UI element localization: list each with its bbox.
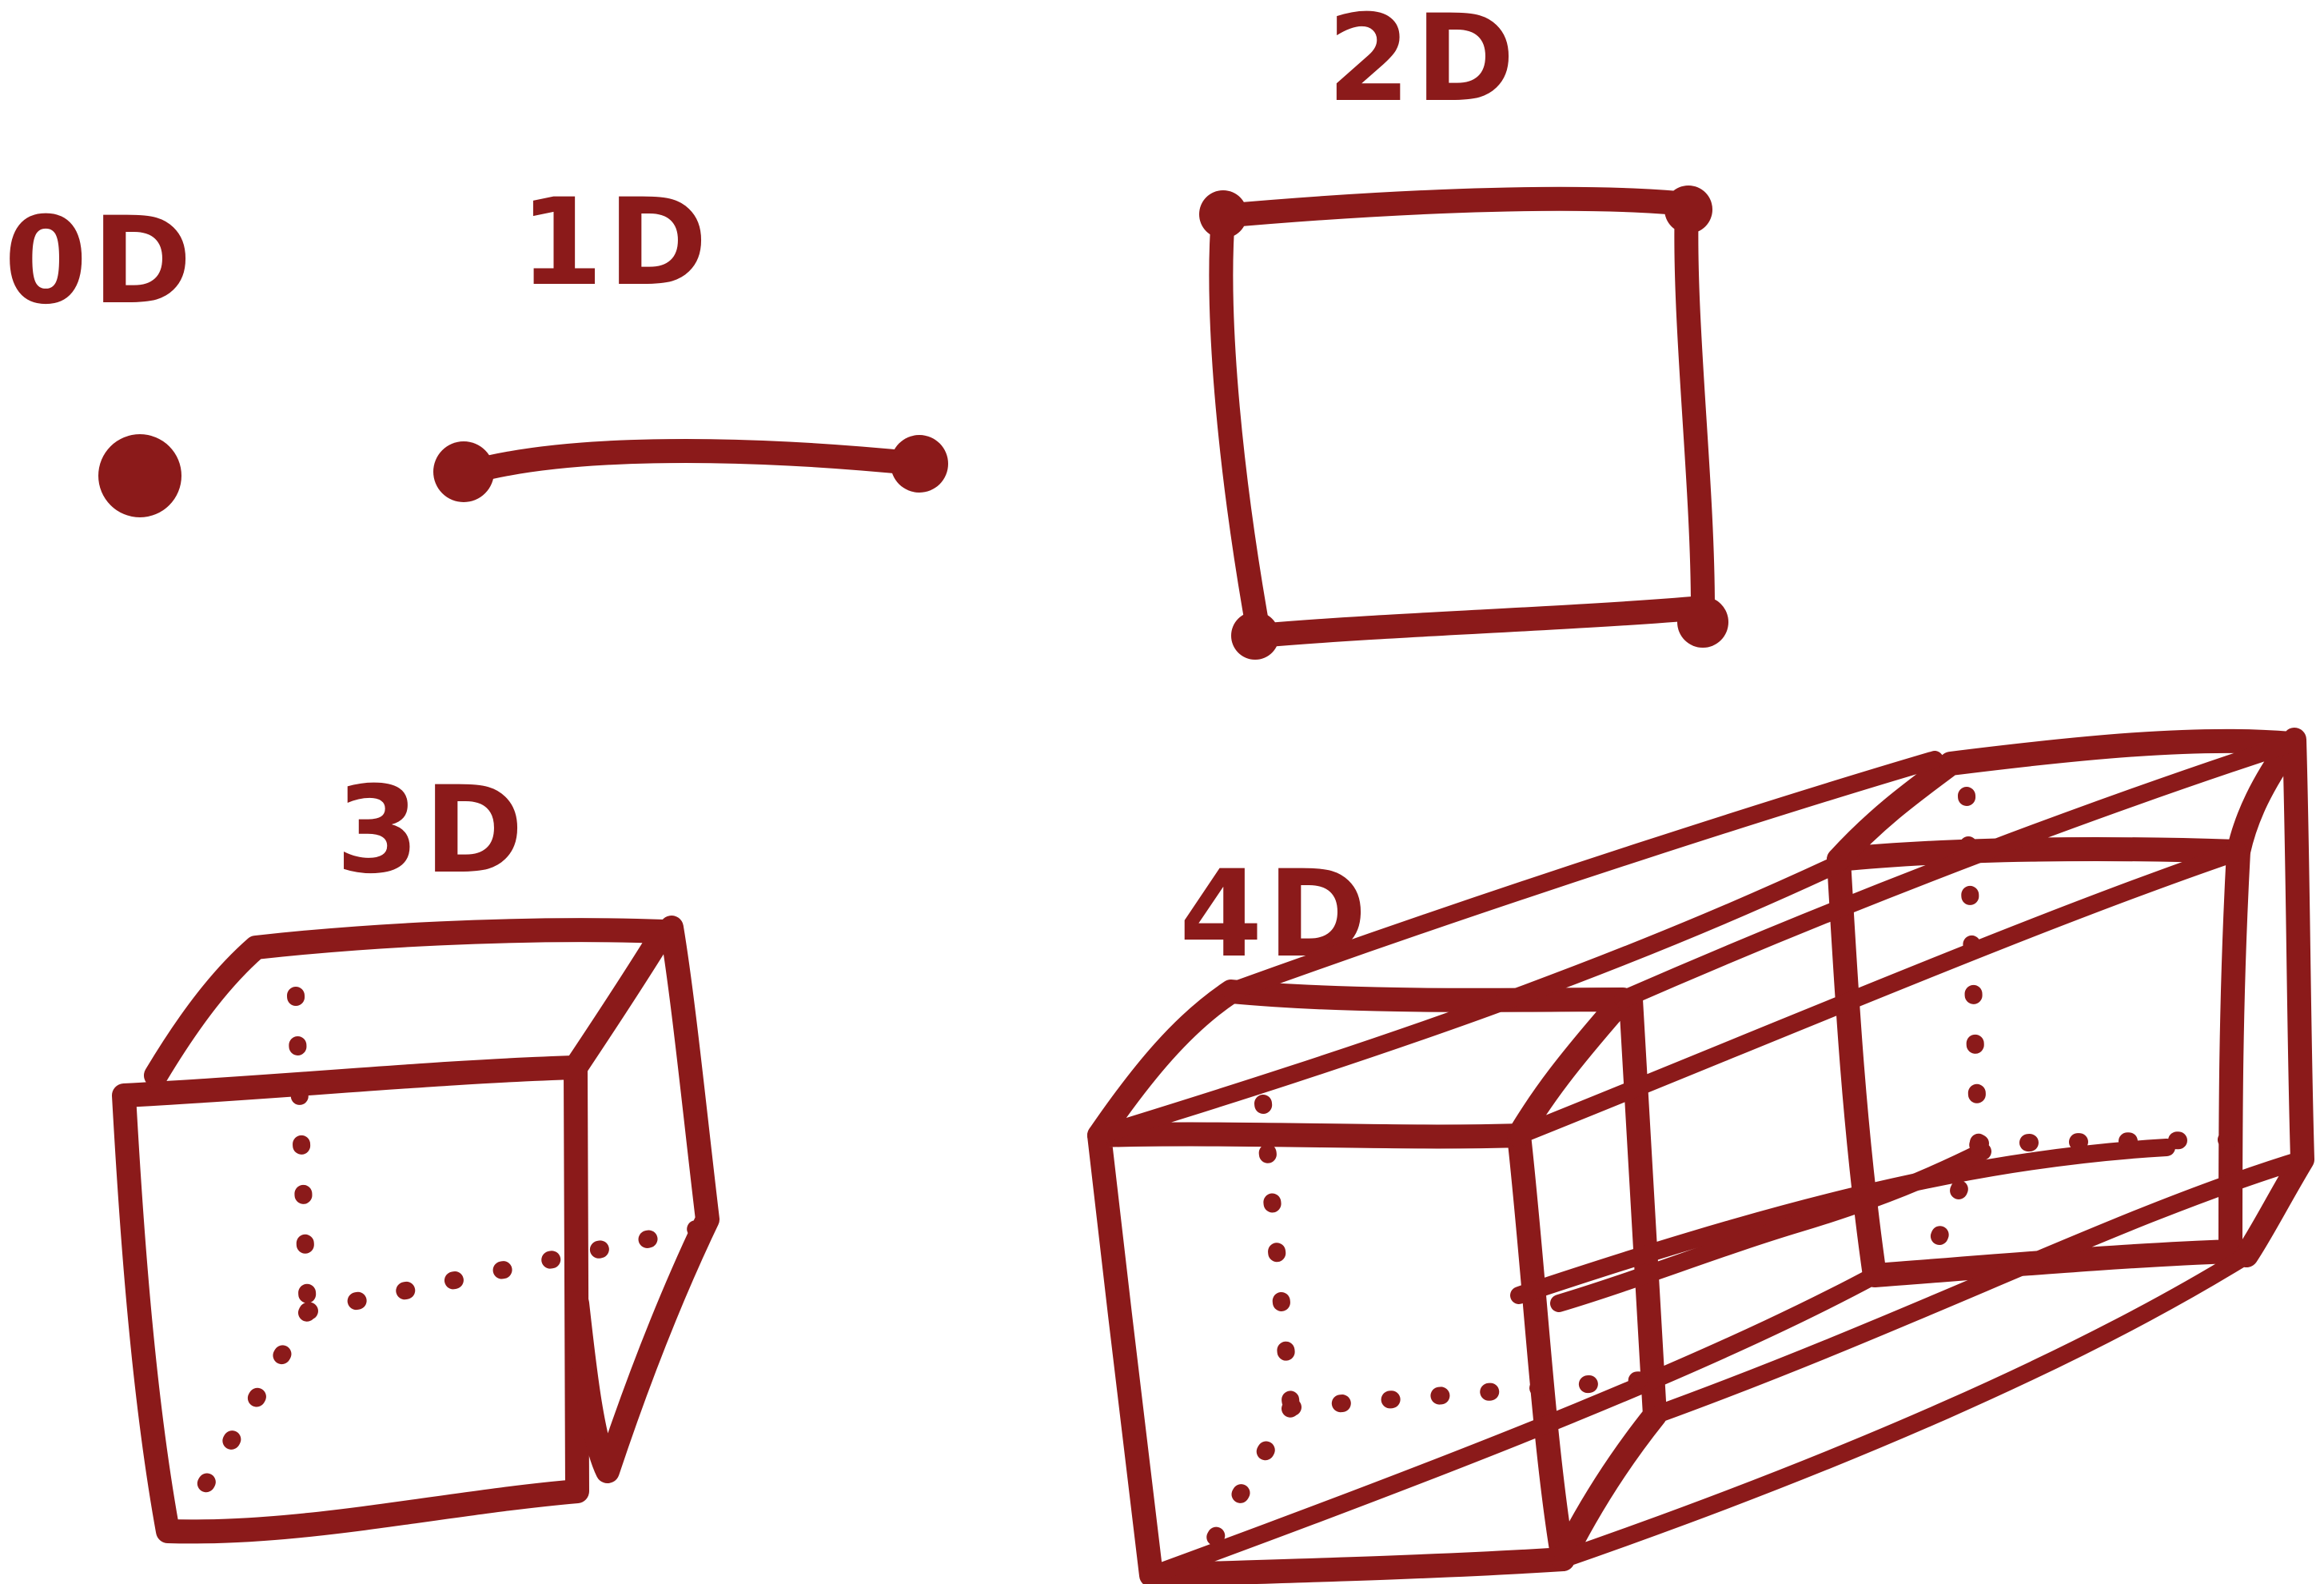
- tesseract-connector-wavy-4d: [1550, 1143, 1991, 1312]
- label-4d: 4D: [1179, 845, 1372, 984]
- tesseract-connector-mid-4d: [1510, 843, 2247, 1144]
- tesseract-connector-bottom-front-4d: [1142, 1267, 1884, 1584]
- vertex-bottom-right-2d: [1677, 596, 1728, 648]
- one-d-group: 1D: [433, 174, 948, 502]
- tesseract-connector-top-left-4d: [1222, 751, 1943, 1000]
- tesseract-connector-bottom-mid-4d: [1554, 1247, 2255, 1568]
- tesseract-connector-inner-4d: [1510, 1139, 2175, 1304]
- cube-hidden-vertical-3d: [287, 987, 317, 1320]
- tesseract-hidden-horizontal-right-4d: [1970, 1131, 2255, 1152]
- tesseract-back-cube-top-face-4d: [1827, 728, 2302, 872]
- label-2d: 2D: [1327, 0, 1520, 129]
- endpoint-left-1d: [433, 441, 494, 502]
- three-d-group: 3D: [112, 761, 720, 1544]
- cube-hidden-horizontal-3d: [299, 1219, 712, 1320]
- tesseract-back-cube-right-face-4d: [2234, 728, 2314, 1267]
- vertex-top-right-2d: [1664, 186, 1712, 233]
- tesseract-connector-top-front-4d: [1090, 855, 1848, 1144]
- vertex-top-left-2d: [1199, 190, 1247, 238]
- two-d-group: 2D: [1199, 0, 1728, 660]
- tesseract-front-cube-right-face-4d: [1551, 988, 1667, 1571]
- cube-hidden-diagonal-3d: [195, 1303, 317, 1496]
- point-0d: [98, 434, 181, 517]
- cube-top-face-3d: [144, 918, 676, 1087]
- tesseract-hidden-horizontal-left-4d: [1282, 1371, 1660, 1416]
- label-1d: 1D: [520, 174, 712, 313]
- tesseract-connector-bottom-back-4d: [1646, 1151, 2311, 1424]
- tesseract-front-cube-top-face-4d: [1087, 980, 1635, 1147]
- square-2d: [1209, 186, 1715, 648]
- vertex-bottom-left-2d: [1231, 612, 1279, 660]
- label-3d: 3D: [336, 761, 528, 900]
- label-0d: 0D: [4, 192, 197, 331]
- line-segment-1d: [460, 439, 931, 484]
- endpoint-right-1d: [891, 435, 948, 493]
- tesseract-hidden-vertical-left-4d: [1254, 1095, 1300, 1416]
- zero-d-group: 0D: [4, 192, 197, 517]
- cube-right-face-3d: [565, 916, 720, 1483]
- cube-front-face-3d: [112, 1055, 589, 1544]
- four-d-group: 4D: [1087, 728, 2314, 1584]
- tesseract-connector-top-right-4d: [1614, 735, 2299, 1008]
- tesseract-back-cube-front-face-4d: [1827, 837, 2250, 1287]
- tesseract-hidden-vertical-right-4d: [1958, 787, 1987, 1152]
- tesseract-hidden-diagonal-right-4d: [1926, 1135, 1987, 1256]
